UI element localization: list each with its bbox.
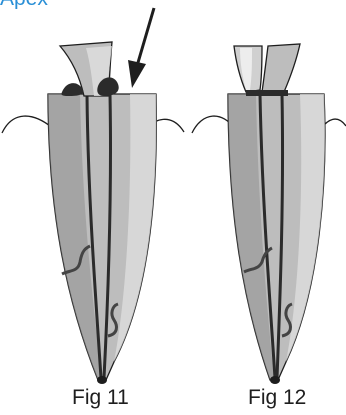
fig11-sealer-left: [61, 83, 83, 96]
fig12-seal: [246, 90, 288, 96]
fig11-drawing: [2, 8, 184, 384]
figure-caption-fig12: Fig 12: [248, 386, 306, 410]
fig12-instrument-highlight: [240, 48, 252, 90]
cropped-heading-text: Apex: [0, 0, 120, 9]
arrow-down-icon: [128, 8, 154, 88]
fig11-gum-line-left: [2, 116, 55, 133]
fig12-instrument-right: [262, 44, 300, 92]
fig12-apex-tip: [270, 376, 280, 384]
figure-caption-fig11: Fig 11: [72, 386, 129, 410]
fig12-drawing: [192, 44, 346, 384]
fig11-apex-tip: [97, 376, 107, 384]
